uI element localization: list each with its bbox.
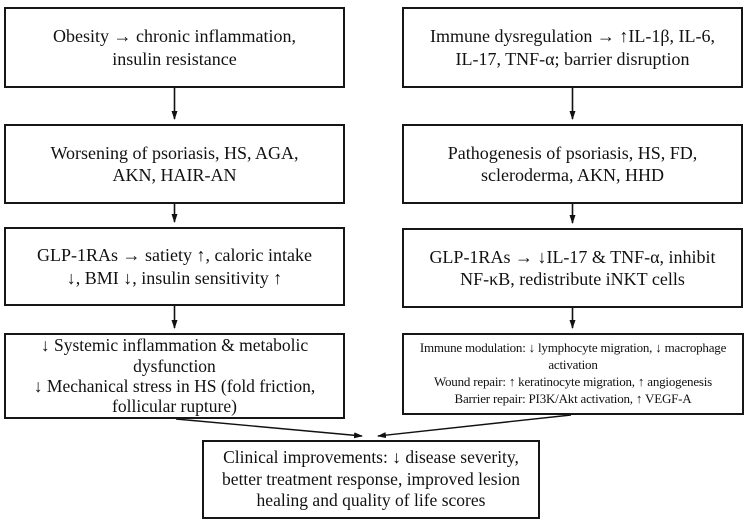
box-glp1-metabolic-effects: GLP-1RAs → satiety ↑, caloric intake ↓, … bbox=[4, 227, 345, 306]
box-repair-mechanisms: Immune modulation: ↓ lymphocyte migratio… bbox=[402, 333, 744, 415]
box-obesity-inflammation: Obesity → chronic inflammation, insulin … bbox=[4, 7, 345, 88]
arrow-diagonal-left bbox=[175, 418, 363, 439]
box-worsening-conditions: Worsening of psoriasis, HS, AGA, AKN, HA… bbox=[4, 124, 345, 204]
box-clinical-improvements: Clinical improvements: ↓ disease severit… bbox=[202, 440, 540, 519]
box-immune-dysregulation: Immune dysregulation → ↑IL-1β, IL-6, IL-… bbox=[402, 7, 743, 88]
arrow-diagonal-right bbox=[377, 414, 572, 439]
box-reduced-inflammation-stress: ↓ Systemic inflammation & metabolic dysf… bbox=[4, 333, 345, 419]
box-pathogenesis-conditions: Pathogenesis of psoriasis, HS, FD, scler… bbox=[402, 124, 743, 204]
box-glp1-immune-effects: GLP-1RAs → ↓IL-17 & TNF-α, inhibit NF-κB… bbox=[402, 228, 743, 308]
